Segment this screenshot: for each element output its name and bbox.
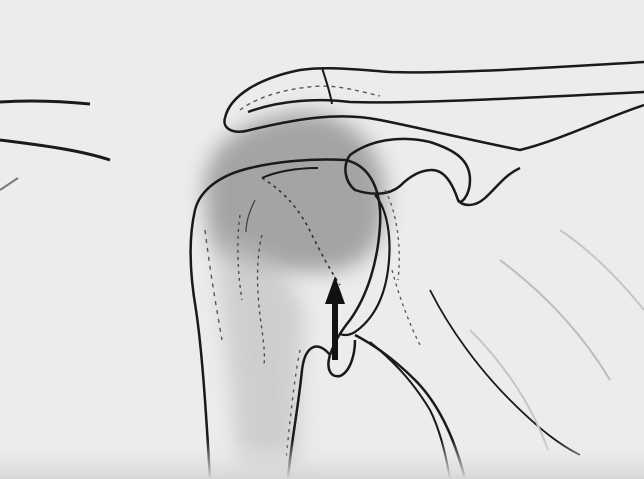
bottom-edge-shadow bbox=[0, 440, 644, 479]
